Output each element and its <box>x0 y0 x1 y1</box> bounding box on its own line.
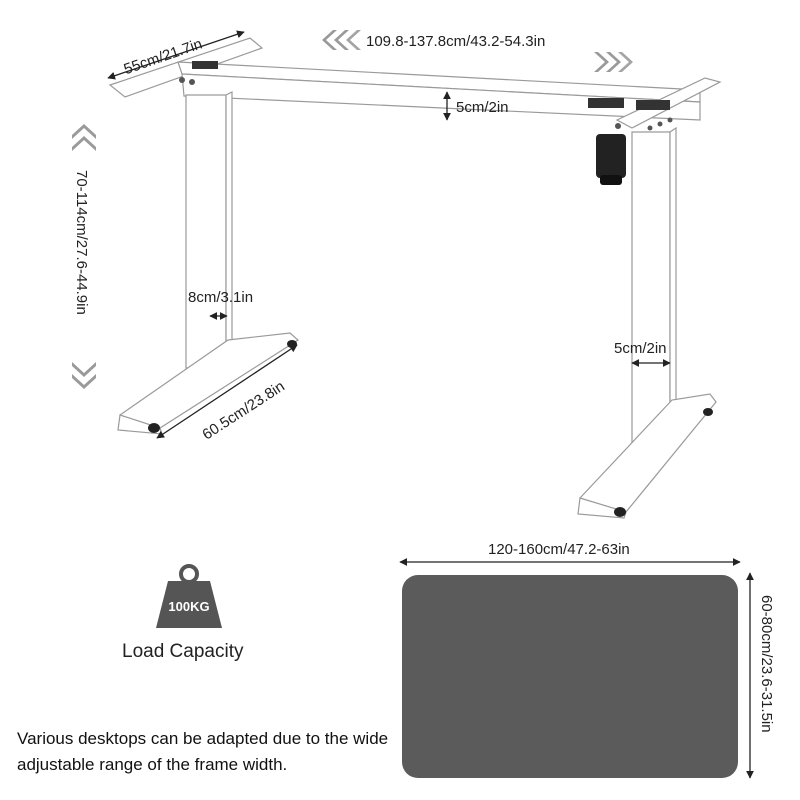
width-range-label: 109.8-137.8cm/43.2-54.3in <box>366 33 546 50</box>
height-range-label: 70-114cm/27.6-44.9in <box>73 170 90 315</box>
beam-height-label: 5cm/2in <box>456 99 509 116</box>
chevron-left-icon <box>322 30 361 50</box>
bracket-slot-right <box>588 98 624 108</box>
chevron-right-icon <box>594 52 633 72</box>
bracket-slot-left <box>192 61 218 69</box>
foot-length-line <box>156 344 298 439</box>
right-column <box>631 131 671 449</box>
desktop-board <box>402 575 738 778</box>
dimension-lines <box>107 30 754 779</box>
right-leg <box>577 126 717 519</box>
weight-icon: 100KG <box>156 564 222 628</box>
desktop-depth-label: 60-80cm/23.6-31.5in <box>758 595 775 733</box>
crossbeam-front <box>181 73 701 121</box>
motor <box>596 134 626 185</box>
left-column <box>185 94 227 369</box>
weight-text: 100KG <box>168 599 209 614</box>
desktop-width-label: 120-160cm/47.2-63in <box>488 541 630 558</box>
chevron-down-icon <box>72 362 96 389</box>
lower-column-width-label: 5cm/2in <box>614 340 667 357</box>
column-width-label: 8cm/3.1in <box>188 289 254 306</box>
chevron-up-icon <box>72 124 96 151</box>
depth-line <box>107 30 245 80</box>
load-capacity-label: Load Capacity <box>122 641 244 662</box>
adaptability-note: Various desktops can be adapted due to t… <box>17 729 389 774</box>
